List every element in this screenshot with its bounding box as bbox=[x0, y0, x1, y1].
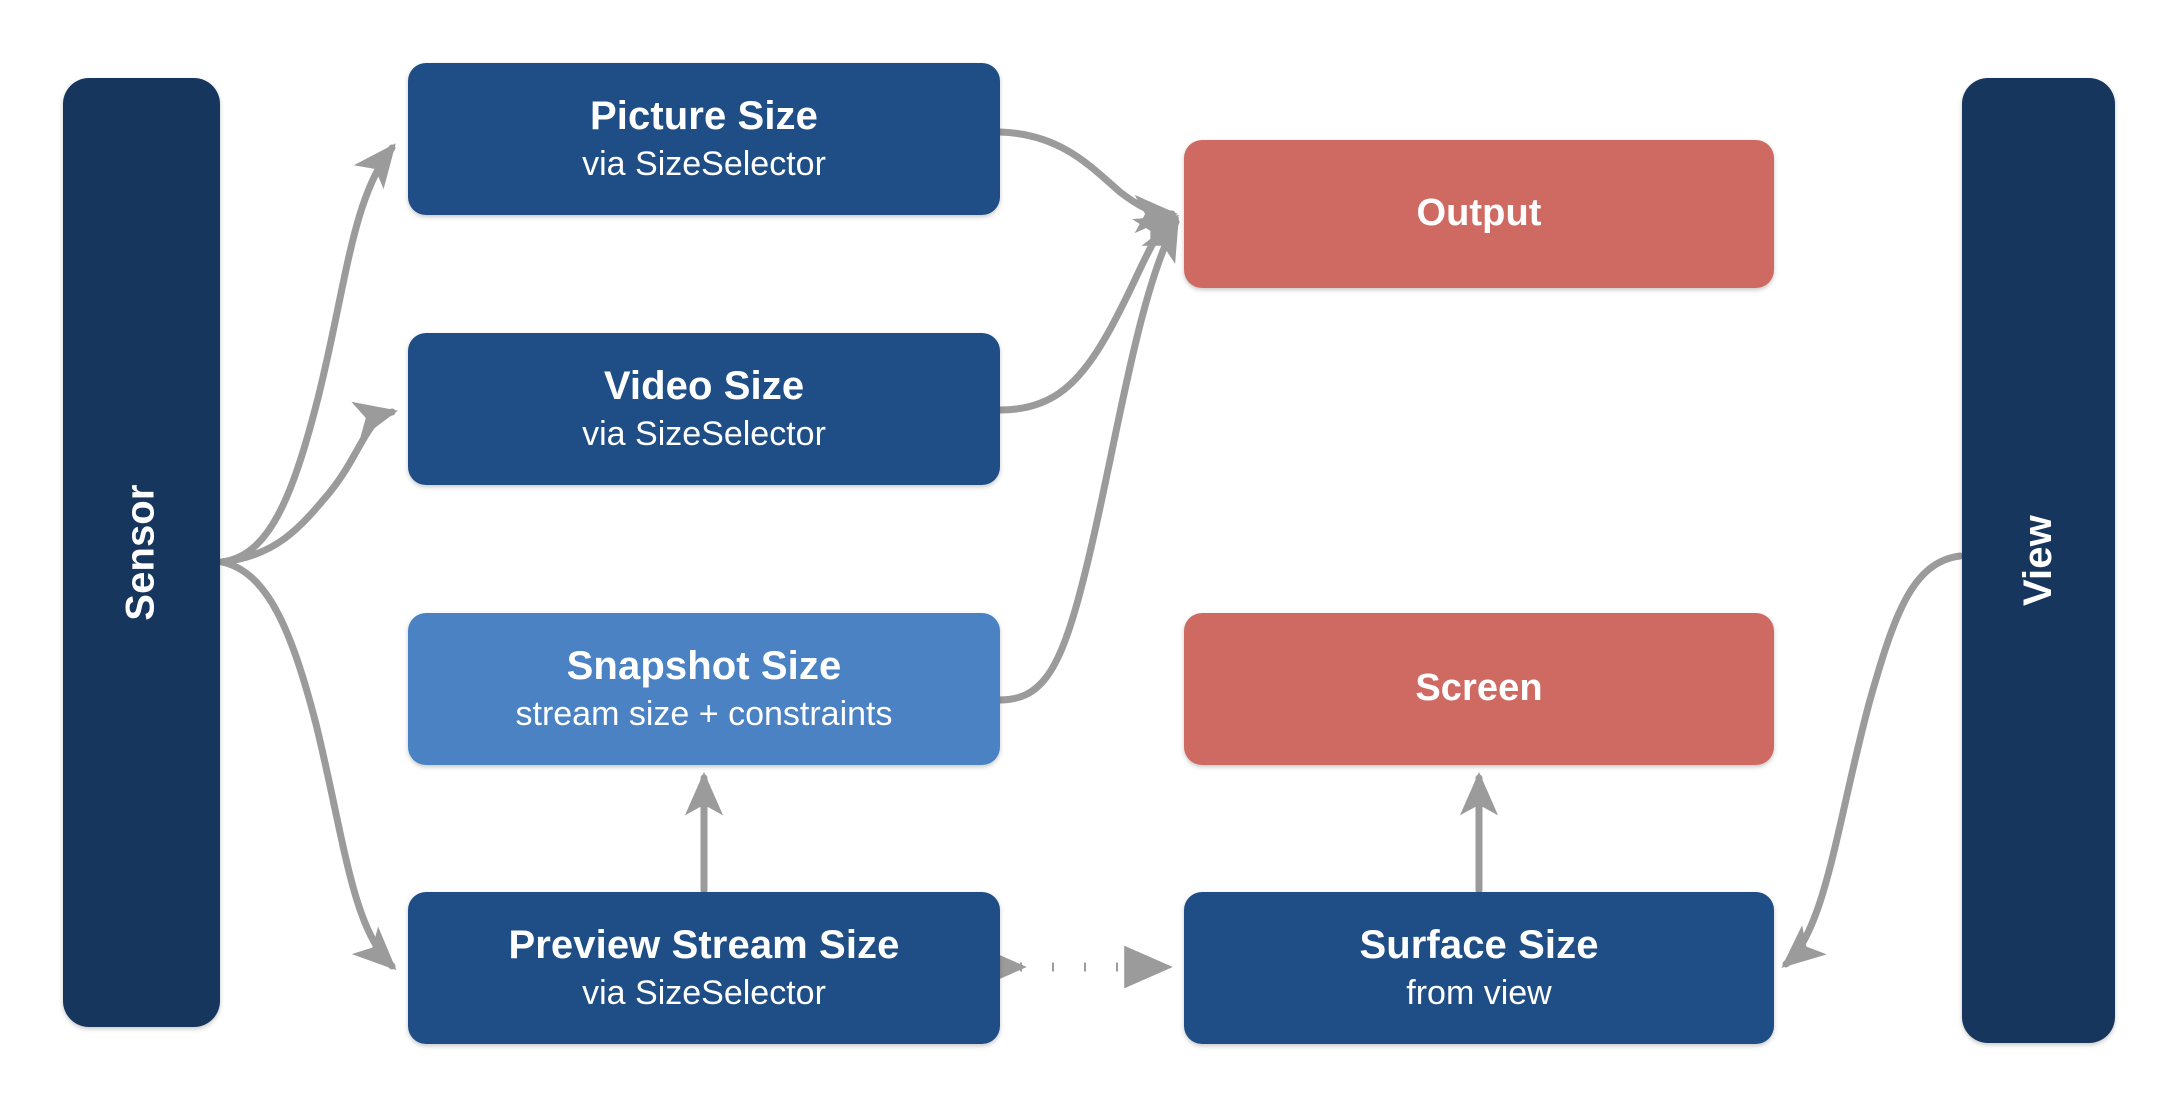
edge-video-size-to-output bbox=[996, 214, 1180, 414]
node-surface-size-subtitle: from view bbox=[1406, 974, 1552, 1013]
edge-sensor-to-preview-stream-size bbox=[218, 558, 397, 971]
edge-picture-size-to-output bbox=[996, 128, 1179, 234]
node-surface-size[interactable]: Surface Size from view bbox=[1184, 892, 1774, 1044]
node-video-size[interactable]: Video Size via SizeSelector bbox=[408, 333, 1000, 485]
edge-snapshot-size-to-output bbox=[996, 216, 1180, 704]
node-screen[interactable]: Screen bbox=[1184, 613, 1774, 765]
node-snapshot-size-title: Snapshot Size bbox=[566, 643, 842, 688]
lane-view[interactable]: View bbox=[1962, 78, 2115, 1043]
node-picture-size-title: Picture Size bbox=[590, 93, 818, 138]
lane-sensor-label: Sensor bbox=[118, 484, 163, 621]
edge-view-to-surface-size bbox=[1781, 552, 1964, 968]
lane-view-label: View bbox=[2015, 515, 2060, 606]
edge-sensor-to-video-size bbox=[218, 401, 398, 566]
node-snapshot-size[interactable]: Snapshot Size stream size + constraints bbox=[408, 613, 1000, 765]
node-surface-size-title: Surface Size bbox=[1359, 922, 1599, 967]
node-preview-stream-size-subtitle: via SizeSelector bbox=[582, 974, 826, 1013]
node-screen-title: Screen bbox=[1415, 667, 1543, 710]
node-preview-stream-size[interactable]: Preview Stream Size via SizeSelector bbox=[408, 892, 1000, 1044]
node-output-title: Output bbox=[1416, 192, 1542, 235]
node-video-size-subtitle: via SizeSelector bbox=[582, 415, 826, 454]
node-preview-stream-size-title: Preview Stream Size bbox=[508, 922, 900, 967]
node-output[interactable]: Output bbox=[1184, 140, 1774, 288]
node-video-size-title: Video Size bbox=[603, 363, 805, 408]
edge-sensor-to-picture-size bbox=[218, 143, 396, 566]
node-snapshot-size-subtitle: stream size + constraints bbox=[515, 695, 893, 734]
lane-sensor[interactable]: Sensor bbox=[63, 78, 220, 1027]
node-picture-size[interactable]: Picture Size via SizeSelector bbox=[408, 63, 1000, 215]
node-picture-size-subtitle: via SizeSelector bbox=[582, 145, 826, 184]
